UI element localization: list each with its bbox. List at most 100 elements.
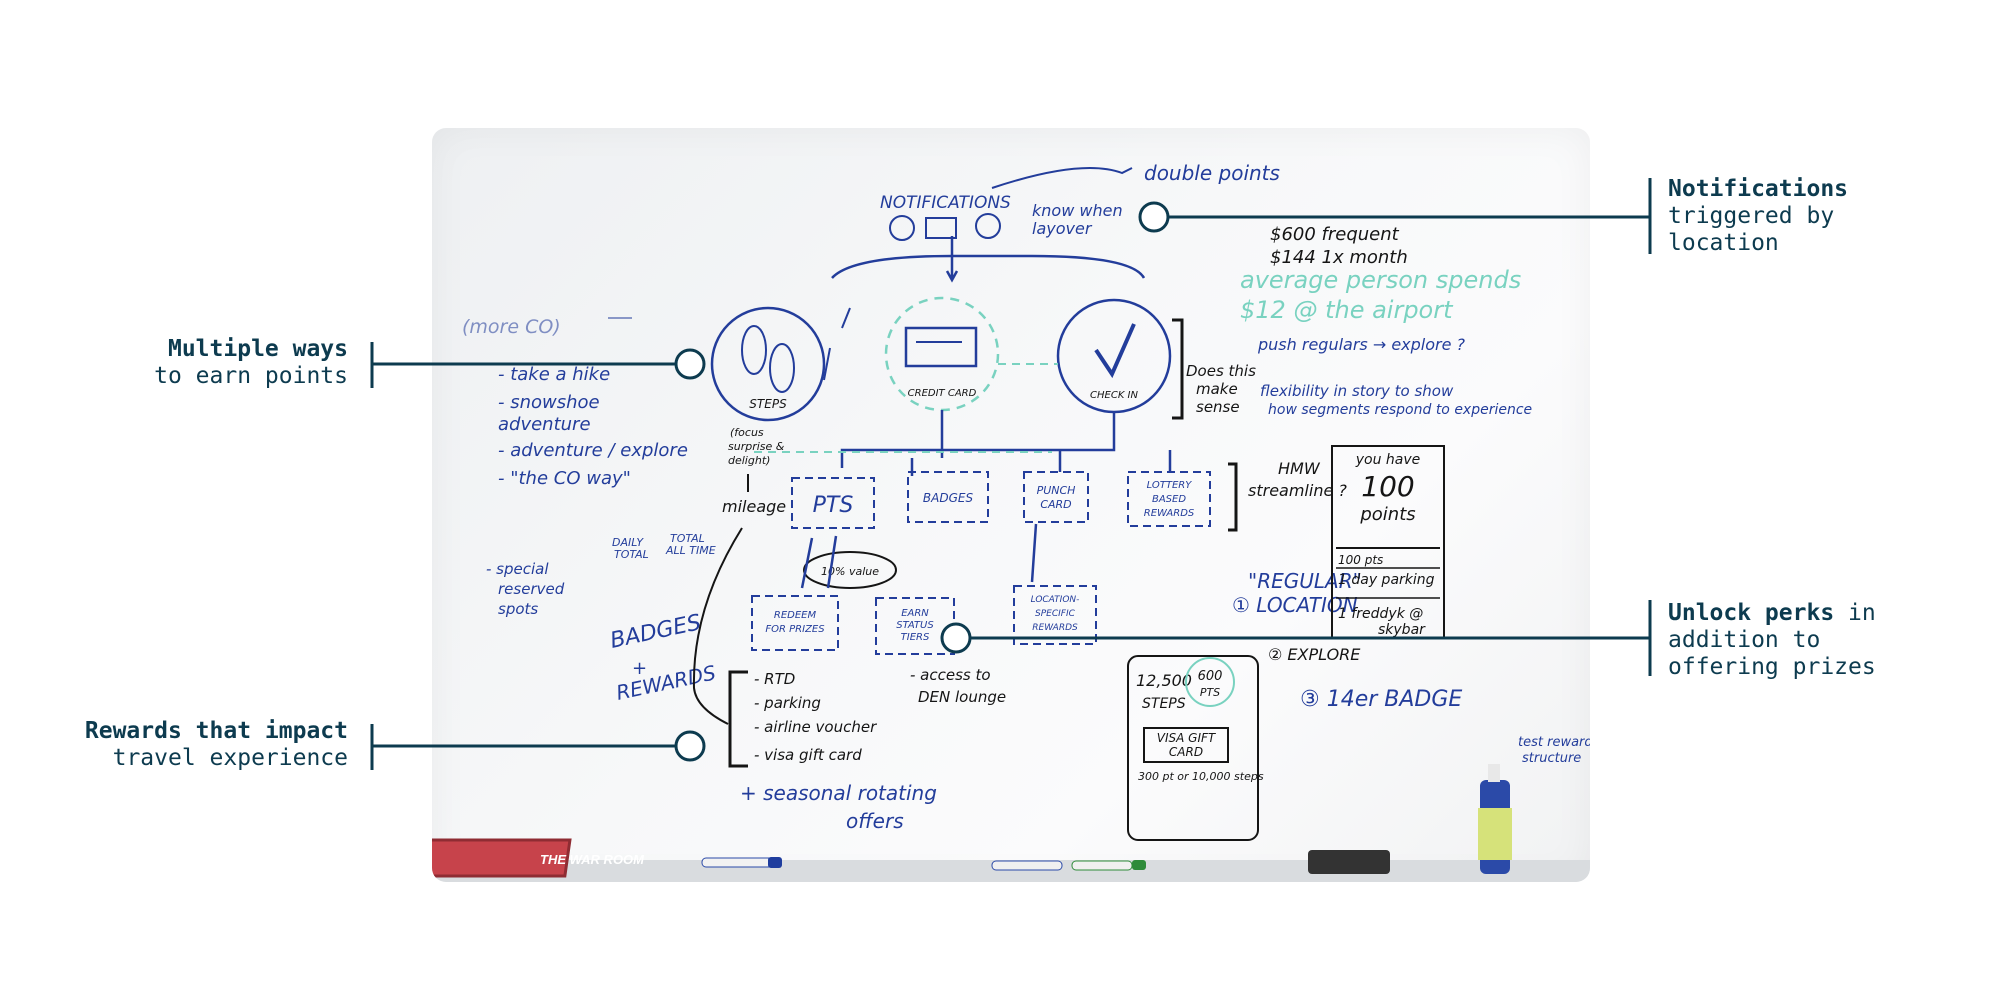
- svg-text:100 pts: 100 pts: [1338, 553, 1383, 567]
- svg-text:make: make: [1196, 380, 1238, 398]
- svg-text:offers: offers: [846, 809, 904, 833]
- svg-text:100: 100: [1361, 470, 1414, 503]
- svg-text:reserved: reserved: [498, 580, 565, 598]
- svg-text:$12 @ the airport: $12 @ the airport: [1240, 296, 1454, 324]
- svg-text:② EXPLORE: ② EXPLORE: [1268, 645, 1361, 664]
- svg-text:average person spends: average person spends: [1240, 266, 1521, 294]
- svg-text:- RTD: - RTD: [754, 670, 795, 688]
- svg-text:300 pt or 10,000 steps: 300 pt or 10,000 steps: [1138, 770, 1264, 783]
- callout-perks-line3: offering prizes: [1668, 654, 1876, 680]
- whiteboard-sketch: THE WAR ROOM NOTIFICATIONS know when lay…: [432, 161, 1590, 882]
- svg-text:spots: spots: [498, 600, 538, 618]
- svg-text:+: +: [632, 658, 647, 679]
- svg-text:① LOCATION: ① LOCATION: [1232, 593, 1358, 617]
- svg-text:STEPS: STEPS: [1142, 696, 1186, 712]
- svg-text:how segments respond to experi: how segments respond to experience: [1268, 402, 1532, 418]
- whiteboard-photo: THE WAR ROOM NOTIFICATIONS know when lay…: [432, 128, 1590, 882]
- svg-text:structure: structure: [1522, 751, 1581, 766]
- svg-text:LOCATION-: LOCATION-: [1031, 595, 1080, 605]
- callout-earn-text: to earn points: [154, 363, 348, 389]
- svg-text:DAILY: DAILY: [612, 536, 644, 549]
- svg-text:flexibility in story to show: flexibility in story to show: [1260, 382, 1454, 400]
- svg-text:REWARDS: REWARDS: [1032, 623, 1078, 633]
- svg-text:streamline ?: streamline ?: [1248, 481, 1347, 500]
- svg-text:TIERS: TIERS: [901, 632, 930, 643]
- rewards-marker: [674, 730, 706, 762]
- svg-text:1 day parking: 1 day parking: [1338, 572, 1435, 588]
- earn-marker: [674, 348, 706, 380]
- svg-text:- parking: - parking: [754, 694, 821, 712]
- svg-text:CHECK IN: CHECK IN: [1090, 390, 1138, 401]
- svg-text:adventure: adventure: [498, 414, 591, 435]
- svg-text:TOTAL: TOTAL: [614, 548, 649, 561]
- svg-text:REWARDS: REWARDS: [1144, 508, 1195, 519]
- svg-text:THE WAR ROOM: THE WAR ROOM: [540, 852, 645, 867]
- svg-text:- access to: - access to: [910, 666, 991, 684]
- svg-text:double points: double points: [1144, 161, 1280, 185]
- war-room-sign: THE WAR ROOM: [432, 838, 645, 878]
- callout-earn-title: Multiple ways: [167, 336, 348, 362]
- svg-text:- adventure / explore: - adventure / explore: [498, 440, 688, 461]
- callout-perks-line2: addition to: [1668, 627, 1821, 653]
- callout-notifications: Notifications triggered by location: [1668, 176, 1968, 257]
- callout-rewards-text: travel experience: [112, 745, 348, 771]
- svg-text:STEPS: STEPS: [749, 397, 787, 411]
- svg-text:DEN lounge: DEN lounge: [918, 688, 1006, 706]
- svg-text:layover: layover: [1032, 219, 1093, 238]
- svg-text:(focus: (focus: [730, 426, 764, 439]
- svg-text:PTS: PTS: [1200, 686, 1220, 699]
- callout-rewards: Rewards that impact travel experience: [40, 718, 348, 772]
- svg-text:FOR PRIZES: FOR PRIZES: [765, 624, 825, 635]
- callout-perks-title: Unlock perks: [1668, 600, 1835, 626]
- svg-text:+ seasonal rotating: + seasonal rotating: [740, 781, 937, 805]
- svg-text:600: 600: [1198, 669, 1223, 684]
- svg-text:10% value: 10% value: [821, 565, 879, 578]
- svg-text:BADGES: BADGES: [923, 491, 974, 505]
- phone-sketch: you have 100 points 100 pts 1 day parkin…: [1331, 445, 1445, 639]
- callout-notifications-line3: location: [1668, 230, 1779, 256]
- svg-text:EARN: EARN: [901, 608, 929, 619]
- svg-text:know when: know when: [1032, 201, 1123, 220]
- notifications-marker: [1138, 201, 1170, 233]
- callout-perks: Unlock perks in addition to offering pri…: [1668, 600, 1968, 681]
- svg-text:sense: sense: [1196, 398, 1240, 416]
- eraser: [1308, 850, 1390, 874]
- svg-text:PUNCH: PUNCH: [1037, 484, 1076, 497]
- markers: [701, 764, 1512, 874]
- callout-perks-line1-rest: in: [1834, 600, 1876, 626]
- svg-text:- take a hike: - take a hike: [498, 364, 610, 385]
- svg-text:STATUS: STATUS: [896, 620, 934, 631]
- svg-text:- special: - special: [486, 560, 549, 578]
- svg-text:"REGULAR": "REGULAR": [1248, 569, 1362, 593]
- svg-text:CARD: CARD: [1169, 745, 1203, 759]
- svg-text:test reward: test reward: [1518, 735, 1590, 750]
- svg-text:REDEEM: REDEEM: [774, 610, 817, 621]
- perks-marker: [940, 622, 972, 654]
- svg-text:push regulars → explore ?: push regulars → explore ?: [1257, 335, 1466, 354]
- svg-text:- airline voucher: - airline voucher: [754, 718, 877, 736]
- svg-text:points: points: [1359, 504, 1415, 525]
- svg-text:BASED: BASED: [1152, 494, 1186, 505]
- svg-text:surprise &: surprise &: [728, 440, 785, 453]
- svg-text:SPECIFIC: SPECIFIC: [1035, 609, 1076, 619]
- svg-text:delight): delight): [728, 454, 770, 467]
- svg-text:PTS: PTS: [813, 493, 854, 518]
- svg-text:CARD: CARD: [1040, 498, 1071, 511]
- svg-text:12,500: 12,500: [1136, 671, 1192, 690]
- svg-text:- "the CO way": - "the CO way": [498, 468, 631, 489]
- svg-text:$600 frequent: $600 frequent: [1270, 224, 1400, 245]
- svg-text:mileage: mileage: [722, 497, 786, 516]
- svg-text:skybar: skybar: [1378, 622, 1426, 638]
- svg-text:- snowshoe: - snowshoe: [498, 392, 600, 413]
- svg-text:ALL TIME: ALL TIME: [665, 544, 716, 557]
- steps-phone-sketch: 12,500 STEPS 600 PTS VISA GIFT CARD 300 …: [1127, 655, 1264, 841]
- svg-text:LOTTERY: LOTTERY: [1147, 480, 1193, 491]
- svg-text:Does this: Does this: [1186, 362, 1256, 380]
- svg-text:- visa gift card: - visa gift card: [754, 746, 862, 764]
- svg-text:NOTIFICATIONS: NOTIFICATIONS: [880, 193, 1011, 213]
- svg-text:VISA GIFT: VISA GIFT: [1157, 731, 1217, 745]
- svg-text:TOTAL: TOTAL: [670, 532, 705, 545]
- callout-notifications-line2: triggered by: [1668, 203, 1835, 229]
